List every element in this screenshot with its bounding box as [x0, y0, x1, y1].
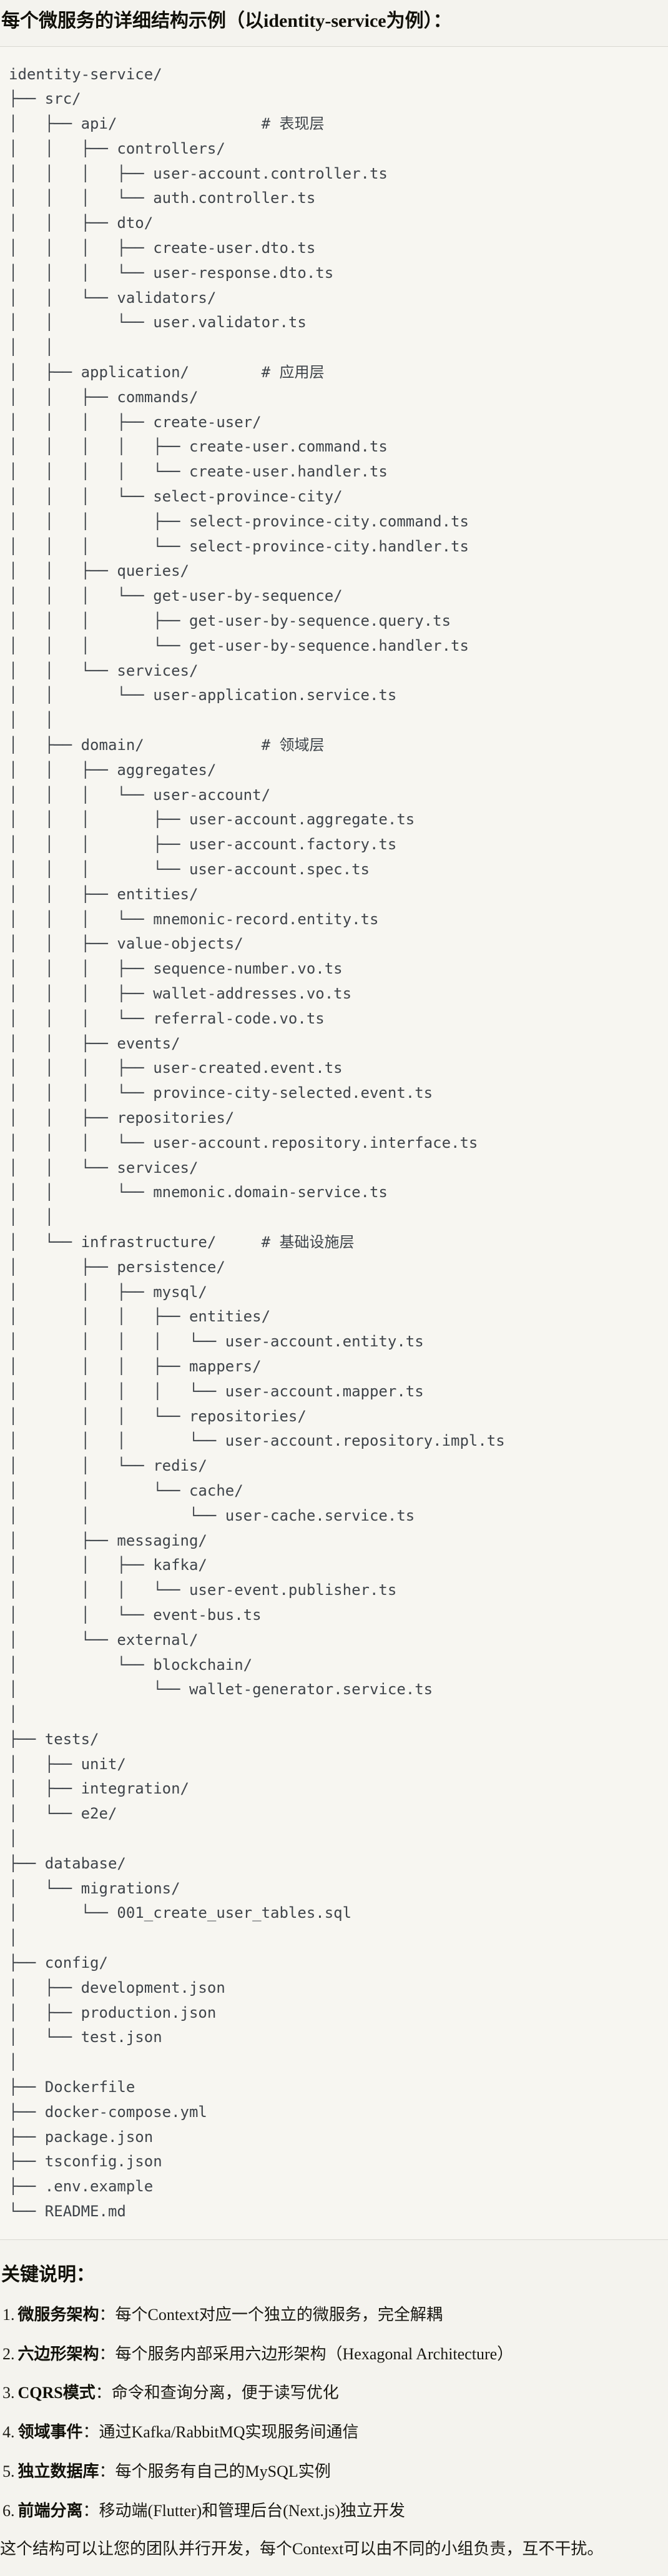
note-term: CQRS模式 [17, 2384, 96, 2402]
note-number: 6. [2, 2501, 15, 2520]
note-number: 1. [2, 2305, 15, 2324]
note-term: 微服务架构 [17, 2305, 99, 2324]
note-item: 2.六边形架构：每个服务内部采用六边形架构（Hexagonal Architec… [0, 2344, 668, 2365]
note-description: 每个服务有自己的MySQL实例 [115, 2462, 331, 2481]
note-number: 5. [2, 2462, 15, 2481]
note-number: 4. [2, 2423, 15, 2442]
note-description: 每个Context对应一个独立的微服务，完全解耦 [115, 2305, 443, 2324]
note-term: 六边形架构 [17, 2344, 99, 2363]
note-description: 每个服务内部采用六边形架构（Hexagonal Architecture） [115, 2344, 514, 2363]
note-separator: ： [82, 2423, 99, 2442]
note-separator: ： [95, 2384, 112, 2402]
note-item: 6.前端分离：移动端(Flutter)和管理后台(Next.js)独立开发 [0, 2500, 668, 2522]
closing-paragraph: 这个结构可以让您的团队并行开发，每个Context可以由不同的小组负责，互不干扰… [0, 2539, 604, 2558]
note-description: 命令和查询分离，便于读写优化 [111, 2384, 339, 2402]
note-item: 1.微服务架构：每个Context对应一个独立的微服务，完全解耦 [0, 2304, 668, 2326]
note-number: 3. [2, 2384, 15, 2402]
note-separator: ： [99, 2344, 115, 2363]
note-term: 独立数据库 [17, 2462, 99, 2481]
note-number: 2. [2, 2344, 15, 2363]
notes-heading: 关键说明： [1, 2264, 95, 2285]
note-item: 5.独立数据库：每个服务有自己的MySQL实例 [0, 2461, 668, 2482]
note-separator: ： [99, 2305, 115, 2324]
directory-tree: identity-service/ ├── src/ │ ├── api/ # … [9, 65, 505, 2221]
note-item: 4.领域事件：通过Kafka/RabbitMQ实现服务间通信 [0, 2422, 668, 2443]
document-page: 每个微服务的详细结构示例（以identity-service为例）： ident… [0, 9, 668, 2576]
note-description: 移动端(Flutter)和管理后台(Next.js)独立开发 [99, 2501, 405, 2520]
page-title: 每个微服务的详细结构示例（以identity-service为例）： [1, 11, 452, 31]
note-term: 领域事件 [17, 2423, 83, 2442]
note-separator: ： [99, 2462, 115, 2481]
note-separator: ： [82, 2501, 99, 2520]
note-item: 3.CQRS模式：命令和查询分离，便于读写优化 [0, 2382, 668, 2404]
note-description: 通过Kafka/RabbitMQ实现服务间通信 [99, 2423, 359, 2442]
note-term: 前端分离 [17, 2501, 83, 2520]
directory-tree-code-block: identity-service/ ├── src/ │ ├── api/ # … [0, 46, 668, 2240]
